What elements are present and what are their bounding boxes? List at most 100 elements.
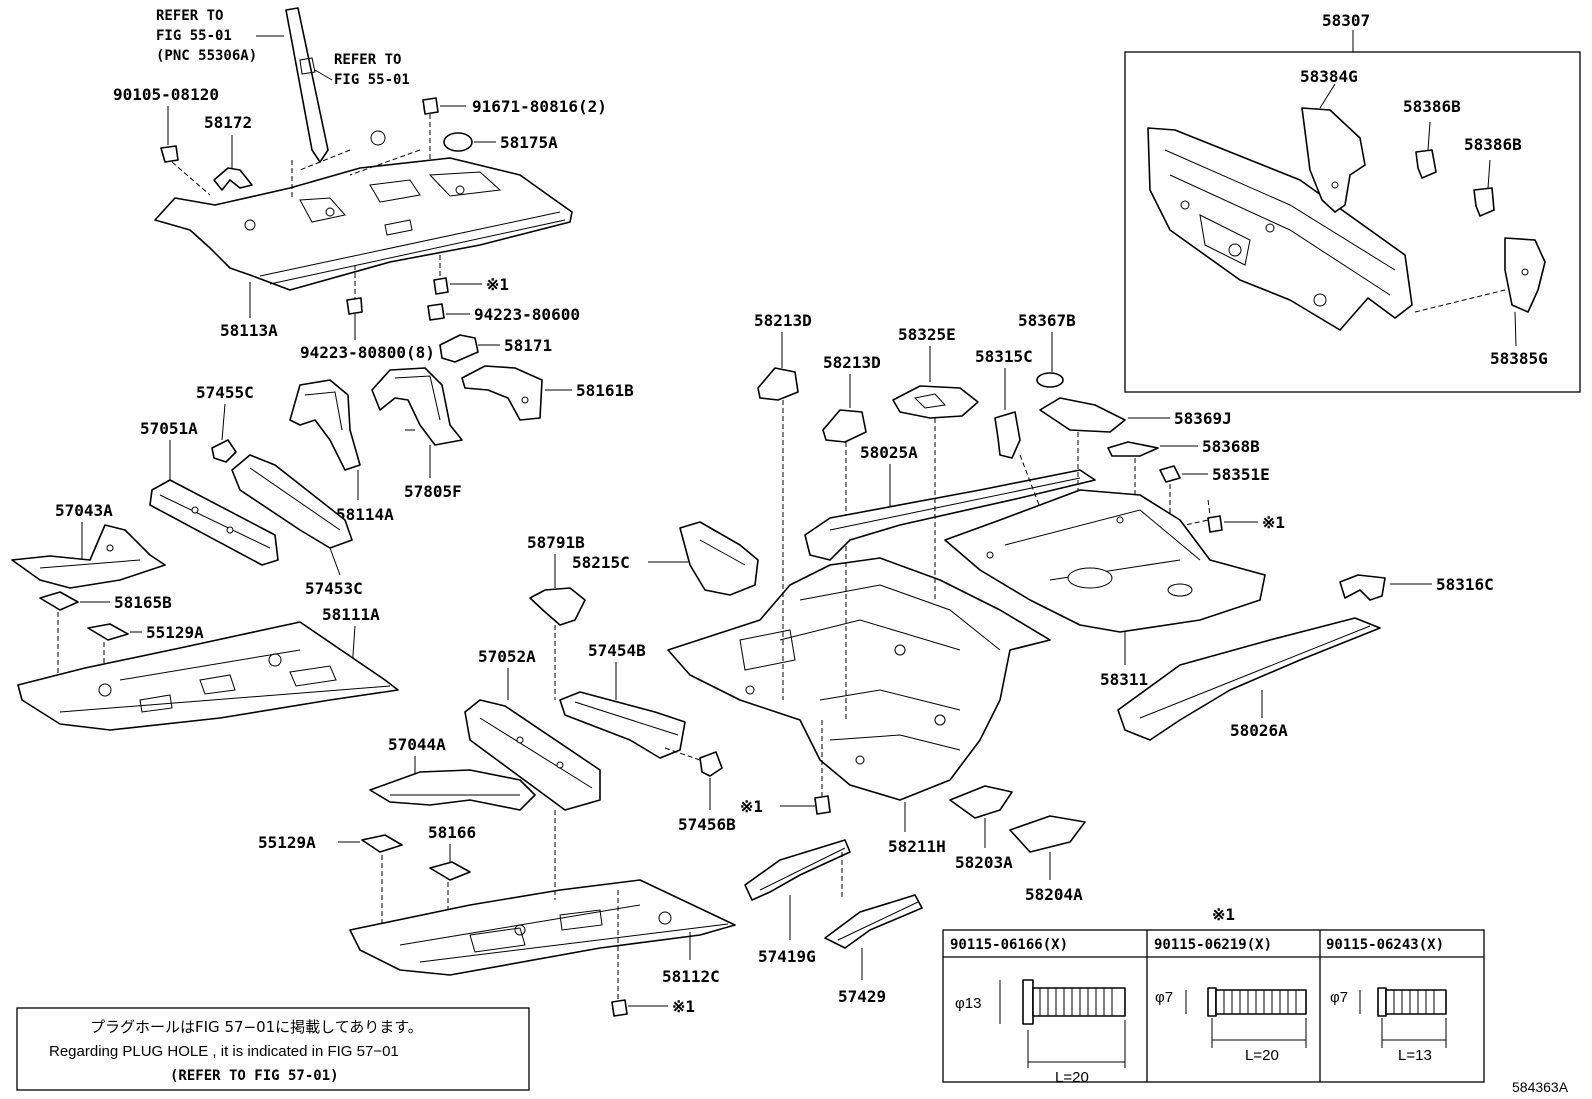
bolt1-len: L=20 [1055, 1069, 1089, 1086]
part-bolt-x1-d [611, 999, 668, 1017]
refer-text-1a: REFER TO [156, 8, 223, 24]
label-57453C: 57453C [305, 579, 363, 598]
table-col1-header: 90115-06166(X) [950, 937, 1068, 953]
label-58161B: 58161B [576, 381, 634, 400]
label-x1-c: ※1 [740, 797, 763, 816]
label-57051A: 57051A [140, 419, 198, 438]
label-58203A: 58203A [955, 853, 1013, 872]
part-58025A [804, 464, 1096, 561]
label-57052A: 57052A [478, 647, 536, 666]
bolt2-len: L=20 [1245, 1047, 1279, 1064]
part-58113A-front-floor [154, 149, 573, 300]
refer-text-1b: FIG 55-01 [156, 28, 232, 44]
refer-text-2a: REFER TO [334, 52, 401, 68]
refer-text-1c: (PNC 55306A) [156, 48, 257, 64]
bolt2-dia: φ7 [1155, 989, 1173, 1006]
bolt-drawing-3 [1359, 987, 1447, 1048]
part-57456B [664, 747, 723, 810]
part-57429 [824, 894, 923, 980]
label-58113A: 58113A [220, 321, 278, 340]
part-58213D-1 [757, 332, 799, 700]
part-58385G [1414, 237, 1546, 347]
label-57455C: 57455C [196, 383, 254, 402]
label-57044A: 57044A [388, 735, 446, 754]
part-58175A [443, 132, 496, 152]
label-58213D-2: 58213D [823, 353, 881, 372]
label-57429: 57429 [838, 987, 886, 1006]
part-58386B-2 [1473, 159, 1495, 217]
label-55129A-2: 55129A [258, 833, 316, 852]
label-91671-80816: 91671-80816(2) [472, 97, 607, 116]
label-57454B: 57454B [588, 641, 646, 660]
part-58172 [213, 135, 253, 191]
label-58351E: 58351E [1212, 465, 1270, 484]
bolt-drawing-2 [1185, 987, 1307, 1048]
part-58171 [439, 334, 500, 363]
part-57453C [231, 454, 353, 576]
label-90105-08120: 90105-08120 [113, 85, 219, 104]
part-57052A [464, 668, 601, 811]
part-58112C [349, 810, 736, 1000]
plug-hole-note: プラグホールはFIG 57−01に掲載してあります。 Regarding PLU… [16, 1007, 530, 1091]
part-57455C [211, 403, 237, 463]
bolt3-len: L=13 [1398, 1047, 1432, 1064]
label-58114A: 58114A [336, 505, 394, 524]
part-57051A [149, 440, 279, 566]
part-58211H-center-floor [667, 557, 1051, 801]
figure-id: 584363A [1512, 1079, 1569, 1095]
label-58368B: 58368B [1202, 437, 1260, 456]
label-58791B: 58791B [527, 533, 585, 552]
label-94223-80800: 94223-80800(8) [300, 343, 435, 362]
label-57043A: 57043A [55, 501, 113, 520]
bolt-drawing-1 [999, 979, 1126, 1068]
label-58311: 58311 [1100, 670, 1148, 689]
label-58316C: 58316C [1436, 575, 1494, 594]
inset-58307-group: 58307 58384G 58386B 58386B [1124, 11, 1581, 393]
label-58215C: 58215C [572, 553, 630, 572]
label-58171: 58171 [504, 336, 552, 355]
label-58166: 58166 [428, 823, 476, 842]
part-57805F [371, 367, 463, 478]
label-58175A: 58175A [500, 133, 558, 152]
label-x1-d: ※1 [672, 997, 695, 1016]
label-58204A: 58204A [1025, 885, 1083, 904]
label-58172: 58172 [204, 113, 252, 132]
label-58325E: 58325E [898, 325, 956, 344]
part-seatbelt-strap [285, 7, 386, 163]
label-57805F: 57805F [404, 482, 462, 501]
table-mark-x1: ※1 [1212, 905, 1235, 924]
label-58369J: 58369J [1174, 409, 1232, 428]
part-58325E [892, 346, 979, 600]
part-57044A [369, 756, 536, 811]
part-58351E [1159, 465, 1208, 520]
part-58384G [1301, 83, 1366, 213]
refer-to-fig-55-01-pnc: REFER TO FIG 55-01 (PNC 55306A) [156, 8, 284, 64]
label-x1-a: ※1 [486, 275, 509, 294]
label-x1-b: ※1 [1262, 513, 1285, 532]
bolt1-dia: φ13 [955, 995, 981, 1012]
label-58165B: 58165B [114, 593, 172, 612]
label-94223-80600: 94223-80600 [474, 305, 580, 324]
part-nut-94223-80800 [346, 297, 363, 340]
part-bolt-90105 [160, 106, 211, 196]
refer-text-2b: FIG 55-01 [334, 72, 410, 88]
note-japanese: プラグホールはFIG 57−01に掲載してあります。 [90, 1018, 423, 1036]
label-57419G: 57419G [758, 947, 816, 966]
part-57419G [744, 839, 851, 940]
label-58111A: 58111A [322, 605, 380, 624]
part-nut-94223-80600 [427, 303, 470, 321]
label-58112C: 58112C [662, 967, 720, 986]
label-58367B: 58367B [1018, 311, 1076, 330]
part-rear-panel-assembly [1147, 127, 1413, 331]
part-57043A [11, 522, 166, 589]
part-58161B [461, 365, 572, 421]
part-bolt-91671 [422, 97, 466, 160]
part-58311-rear-floor [944, 489, 1266, 633]
label-57456B: 57456B [678, 815, 736, 834]
part-55129A-2 [338, 834, 403, 935]
part-58386B-1 [1415, 121, 1437, 179]
label-58384G: 58384G [1300, 67, 1358, 86]
label-58025A: 58025A [860, 443, 918, 462]
part-58316C [1339, 574, 1432, 601]
